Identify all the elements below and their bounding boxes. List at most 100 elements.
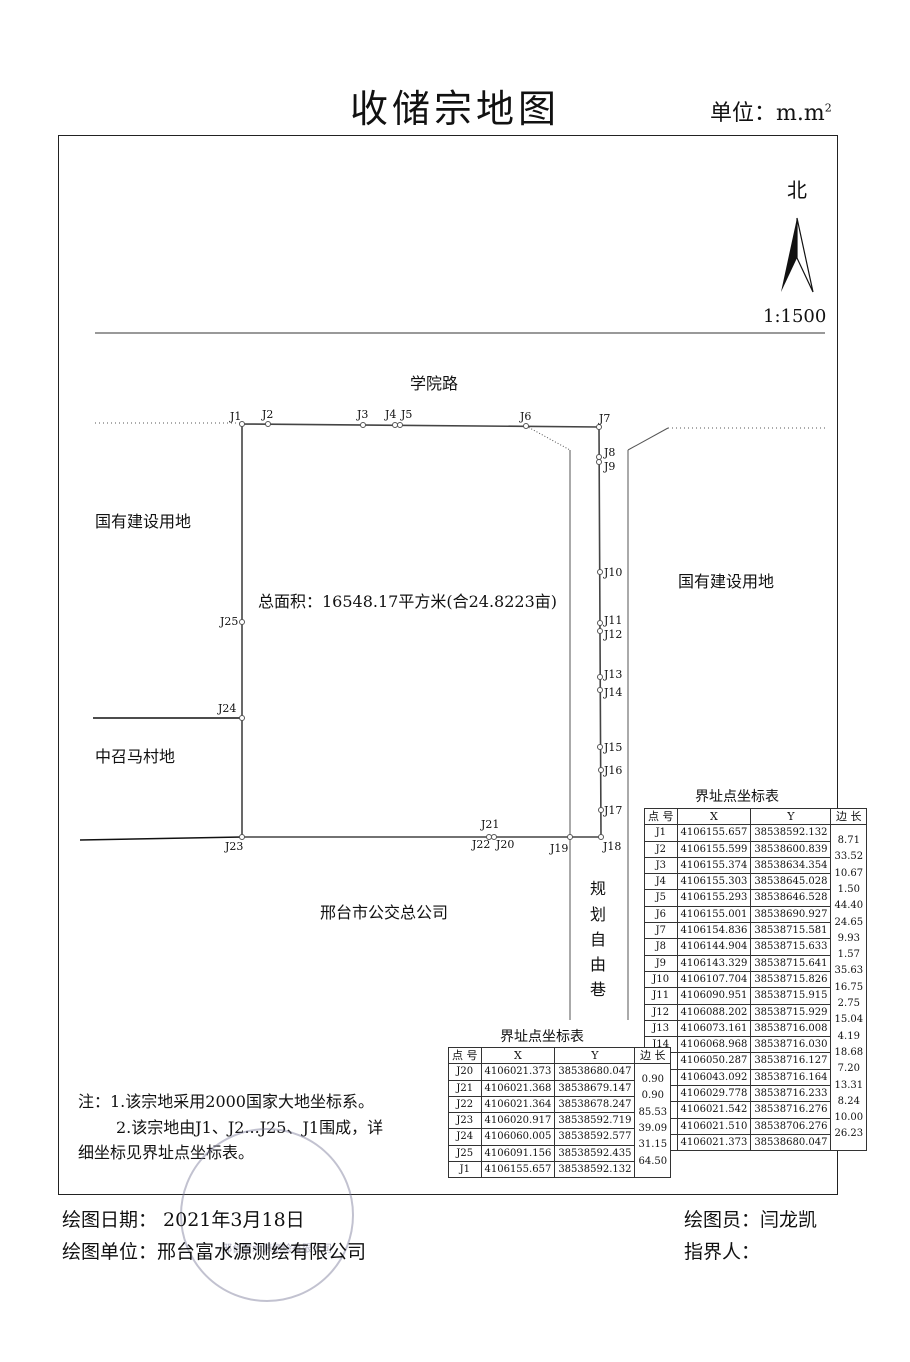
point-cell: J9 (644, 954, 678, 972)
edge-length: 85.53 (638, 1106, 668, 1118)
col-header: 边 长 (634, 1046, 672, 1065)
x-cell: 4106021.542 (676, 1101, 752, 1119)
scale-label: 1:1500 (763, 306, 827, 327)
edge-length: 18.68 (834, 1046, 864, 1058)
edge-length: 9.93 (837, 932, 860, 944)
edge-cell: 0.90 (634, 1090, 672, 1113)
x-cell: 4106021.373 (480, 1063, 556, 1081)
lane-east-corner (627, 427, 669, 451)
point-label: J15 (604, 741, 623, 754)
x-cell: 4106155.599 (676, 840, 752, 858)
y-cell: 38538592.132 (750, 824, 832, 842)
x-cell: 4106154.836 (676, 922, 752, 940)
y-cell: 38538592.719 (554, 1112, 636, 1130)
col-header: 点 号 (448, 1046, 482, 1065)
edge-cell: 10.00 (830, 1112, 868, 1135)
y-cell: 38538706.276 (750, 1117, 832, 1135)
point-label: J6 (520, 410, 532, 423)
edge-cell: 18.68 (830, 1047, 868, 1070)
point-label: J7 (599, 412, 611, 425)
edge-length: 10.67 (834, 867, 864, 879)
col-header: 边 长 (830, 807, 868, 826)
edge-cell: 44.40 (830, 900, 868, 923)
point-label: J13 (604, 668, 623, 681)
edge-cell: 4.19 (830, 1031, 868, 1053)
y-cell: 38538715.915 (750, 987, 832, 1005)
edge-cell (830, 824, 868, 842)
point-cell: J24 (448, 1128, 482, 1146)
edge-cell: 15.04 (830, 1014, 868, 1037)
point-label: J19 (550, 842, 569, 855)
point-label: J16 (604, 764, 623, 777)
edge-length: 24.65 (834, 916, 864, 928)
edge-length: 8.24 (837, 1095, 860, 1107)
stamp-text: 邢台富水源测绘有限公司 (222, 1244, 332, 1255)
point-label: J2 (262, 408, 274, 421)
edge-length: 33.52 (834, 851, 864, 863)
y-cell: 38538679.147 (554, 1079, 636, 1097)
point-label: J14 (604, 686, 623, 699)
lane-char-1: 规 (590, 879, 607, 898)
total-area-label: 总面积：16548.17平方米(合24.8223亩) (258, 592, 557, 611)
x-cell: 4106155.657 (676, 824, 752, 842)
edge-cell: 85.53 (634, 1107, 672, 1129)
point-cell: J22 (448, 1095, 482, 1114)
edge-cell (634, 1063, 672, 1081)
point-cell: J10 (644, 970, 678, 989)
road-north-label: 学院路 (410, 374, 459, 393)
neighbor-line-southwest (79, 836, 243, 841)
col-header: Y (750, 807, 832, 826)
point-label: J10 (604, 566, 623, 579)
point-label: J4 (385, 408, 397, 421)
point-cell: J2 (644, 840, 678, 858)
x-cell: 4106155.374 (676, 856, 752, 875)
x-cell: 4106020.917 (480, 1112, 556, 1130)
west-land-label: 国有建设用地 (95, 512, 192, 531)
point-label: J23 (225, 840, 244, 853)
y-cell: 38538592.132 (554, 1161, 636, 1179)
y-cell: 38538678.247 (554, 1095, 636, 1114)
x-cell: 4106143.329 (676, 954, 752, 972)
edge-length: 44.40 (834, 900, 864, 912)
point-cell: J1 (448, 1161, 482, 1179)
north-label: 北 (787, 178, 807, 202)
edge-cell: 31.15 (634, 1139, 672, 1162)
point-label: J1 (230, 410, 242, 423)
edge-cell: 7.20 (830, 1063, 868, 1086)
y-cell: 38538715.633 (750, 938, 832, 956)
point-label: J25 (220, 615, 239, 628)
lane-char-2: 划 (590, 905, 607, 924)
x-cell: 4106107.704 (676, 970, 752, 989)
y-cell: 38538680.047 (750, 1133, 832, 1152)
point-label: J8 (604, 446, 616, 459)
y-cell: 38538716.276 (750, 1101, 832, 1119)
y-cell: 38538600.839 (750, 840, 832, 858)
point-label: J20 (496, 838, 515, 851)
edge-cell: 8.71 (830, 835, 868, 858)
east-land-label: 国有建设用地 (678, 572, 775, 591)
drafter: 绘图员：闫龙凯 (684, 1209, 818, 1231)
left-table-title: 界址点坐标表 (500, 1029, 584, 1045)
draw-date: 绘图日期： 2021年3月18日 (62, 1209, 305, 1231)
point-label: J9 (604, 460, 616, 473)
x-cell: 4106029.778 (676, 1085, 752, 1103)
point-cell: J5 (644, 889, 678, 907)
edge-length: 0.90 (641, 1074, 664, 1086)
right-table-title: 界址点坐标表 (695, 789, 779, 805)
edge-cell: 35.63 (830, 965, 868, 988)
y-cell: 38538716.233 (750, 1085, 832, 1103)
edge-cell: 1.57 (830, 949, 868, 972)
y-cell: 38538680.047 (554, 1063, 636, 1081)
